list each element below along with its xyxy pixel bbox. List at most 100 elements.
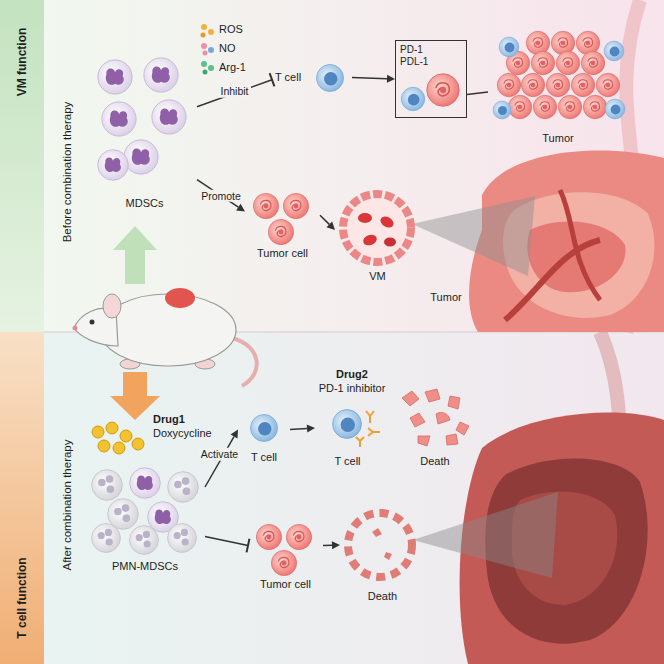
tumor-cluster-part — [556, 51, 579, 74]
dead-vessel-part — [372, 528, 382, 537]
arrow-head — [231, 430, 238, 439]
molecule-dots-part — [201, 24, 207, 30]
arrow-head — [307, 425, 315, 433]
tumor-cluster-part — [497, 73, 520, 96]
node-label: T cell — [251, 451, 277, 464]
tumor-cells-part — [271, 550, 296, 575]
connector — [320, 215, 335, 230]
cell-node: T cell — [272, 55, 352, 100]
connector-line — [352, 78, 387, 79]
cell-fragments-part — [418, 436, 430, 446]
text-label: Drug1 — [153, 413, 185, 426]
rat-illustration-part — [73, 326, 78, 331]
antibodies-part — [368, 428, 380, 436]
drug-pills-part — [132, 438, 144, 450]
molecule-dots-part — [203, 70, 208, 75]
antibodies-part — [356, 437, 364, 447]
side-band — [0, 332, 44, 664]
cell-fragments-part — [448, 396, 460, 409]
rat-illustration-part — [103, 294, 121, 318]
tumor-cluster-part — [531, 51, 554, 74]
mdsc-cells-part — [102, 102, 136, 136]
connector-line — [467, 92, 488, 95]
drug-pills-part — [106, 422, 118, 434]
cell-node: Tumor cell — [245, 190, 320, 262]
node-label: PD-1 PDL-1 — [400, 44, 438, 68]
tumor-cluster-part — [581, 51, 604, 74]
pmn-cells-part — [168, 524, 197, 553]
pmn-cells-part — [168, 472, 199, 503]
tumor-cells-part — [268, 219, 293, 244]
node-label: VM — [369, 270, 386, 283]
node-label: MDSCs — [126, 197, 164, 210]
tumor-cluster-part — [558, 95, 581, 118]
arrow-head — [387, 75, 395, 83]
tumor-cells-part — [286, 524, 311, 549]
cell-fragments-part — [446, 434, 458, 445]
mdsc-cells-part — [152, 100, 186, 134]
drug-pills-part — [98, 440, 110, 452]
vm-vessel-part — [362, 233, 379, 247]
drug-pills-part — [113, 442, 125, 454]
tumor-cells-part — [253, 193, 278, 218]
t-cell — [333, 410, 362, 439]
cell-fragments — [402, 389, 469, 446]
pmn-cells-part — [92, 470, 123, 501]
node-label: Tumor cell — [257, 247, 308, 260]
connector-line — [197, 80, 272, 107]
drug-pills — [92, 422, 144, 454]
cell-group: MDSCs — [92, 50, 197, 212]
cell-group: PMN-MDSCs — [85, 465, 205, 575]
cell-fragments-part — [436, 412, 450, 424]
molecule-dots-part — [201, 61, 207, 67]
t-cell — [401, 87, 424, 110]
node-label: Death — [420, 455, 449, 468]
connector — [197, 180, 245, 212]
node-label: Tumor — [542, 132, 573, 145]
arrow-head — [326, 222, 335, 230]
node-label: Death — [368, 590, 397, 603]
tumor-cells-part — [283, 193, 308, 218]
zoom-wedge — [412, 196, 535, 276]
node-label: Tumor cell — [260, 578, 311, 591]
cell-fragments-part — [425, 389, 440, 402]
tumor-cluster-part — [546, 73, 569, 96]
edge-label: Inhibit — [218, 85, 250, 98]
molecule-dots-part — [208, 65, 214, 71]
cell-node: T cell — [238, 410, 290, 466]
molecule-dots-part — [203, 51, 208, 56]
side-band — [0, 0, 44, 332]
inhibit-bar — [247, 539, 250, 553]
arrow-head — [236, 204, 245, 212]
antibodies — [356, 411, 380, 447]
antibodies-part — [366, 411, 374, 423]
drug-pills-part — [92, 426, 104, 438]
node-label: T cell — [334, 455, 360, 468]
edge-label: Activate — [199, 448, 240, 461]
tumor-cells-part — [256, 524, 281, 549]
mdsc-cells-part — [144, 58, 178, 92]
node-label: T cell — [275, 71, 301, 84]
cell-fragments-part — [456, 422, 469, 435]
pmn-cells-part — [130, 526, 159, 555]
tumor-cluster-part — [576, 31, 599, 54]
death-node: Death — [395, 385, 475, 470]
inhibit-bar — [270, 73, 275, 86]
node-label: PMN-MDSCs — [112, 560, 178, 573]
zoom-box: PD-1 PDL-1 — [395, 40, 467, 118]
tumor-cluster — [493, 31, 625, 119]
tumor-illustration-part — [560, 190, 600, 300]
edge-label: Promote — [199, 189, 243, 202]
vessel-node: VM — [335, 185, 420, 285]
rat-illustration-part — [90, 320, 95, 325]
vm-vessel — [343, 194, 411, 262]
tumor-cluster-part — [583, 95, 606, 118]
text-label: Arg-1 — [219, 61, 246, 74]
connector-line — [290, 429, 307, 430]
connector-line — [323, 545, 332, 547]
tumor-node: Tumor — [488, 25, 628, 147]
t-cell — [317, 65, 344, 92]
